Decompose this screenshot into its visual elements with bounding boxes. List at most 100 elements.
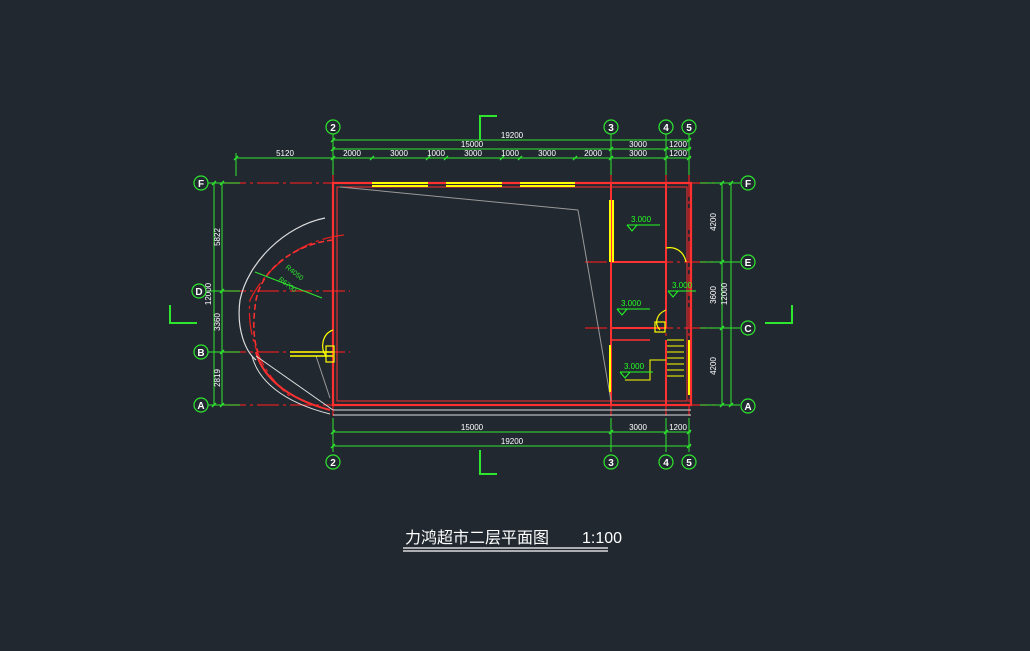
dim-top-detail-1: 5120 [276, 149, 294, 158]
inner-arc-wall [255, 351, 331, 411]
inner-arc-outline [251, 355, 331, 415]
axis-bubble-left-b: B [193, 344, 209, 360]
axis-label-right-c: C [744, 324, 751, 335]
ticks-right [719, 180, 734, 408]
dim-top-sub-2: 3000 [629, 140, 647, 149]
dim-top-detail-10: 1200 [669, 149, 687, 158]
dim-right-1: 4200 [709, 213, 718, 231]
dim-top-detail-4: 1000 [427, 149, 445, 158]
axis-label-top-5: 5 [686, 123, 692, 134]
level-text-1: 3.000 [631, 215, 652, 224]
level-mark-4: 3.000 [619, 362, 653, 379]
axis-label-top-2: 2 [330, 123, 336, 134]
axis-bubble-left-f: F [193, 175, 209, 191]
axis-label-left-b: B [197, 348, 204, 359]
dimension-texts: 19200 15000 3000 1200 5120 2000 3000 100… [204, 131, 729, 446]
axis-bubble-top-2: 2 [325, 119, 341, 135]
axis-bubble-bottom-4: 4 [658, 454, 674, 470]
axis-bubble-right-a: A [740, 398, 756, 414]
entrance-diagonal [255, 355, 334, 411]
axis-bubble-top-3: 3 [603, 119, 619, 135]
inner-wall-line [336, 186, 688, 402]
drawing-title-text: 力鸿超市二层平面图 [405, 529, 549, 547]
dim-top-detail-7: 3000 [538, 149, 556, 158]
dim-top-detail-9: 3000 [629, 149, 647, 158]
level-text-4: 3.000 [624, 362, 645, 371]
axis-bubbles: 2 3 4 5 2 3 4 5 [191, 119, 756, 470]
drawing-title-scale: 1:100 [582, 530, 622, 547]
axis-label-bottom-2: 2 [330, 458, 336, 469]
axis-label-left-f: F [198, 179, 204, 190]
ticks-top-sub [330, 137, 692, 152]
dim-left-1: 5822 [213, 228, 222, 246]
ticks-bottom [330, 429, 692, 449]
dim-top-detail-2: 2000 [343, 149, 361, 158]
dim-top-detail-5: 3000 [464, 149, 482, 158]
dim-top-sub-1: 15000 [461, 140, 484, 149]
axis-bubble-right-c: C [740, 320, 756, 336]
axis-label-right-e: E [745, 258, 752, 269]
dim-left-3: 2819 [213, 369, 222, 387]
axis-label-left-a: A [197, 401, 204, 412]
level-mark-3: 3.000 [667, 281, 696, 298]
axis-label-left-d: D [195, 287, 202, 298]
level-mark-1: 3.000 [626, 215, 660, 232]
axis-label-right-f: F [745, 179, 751, 190]
entrance-arc-inner [253, 239, 334, 353]
level-symbol-3 [667, 290, 696, 298]
dim-top-total: 19200 [501, 131, 524, 140]
ticks-left [211, 180, 225, 408]
dim-top-sub-3: 1200 [669, 140, 687, 149]
level-symbol-1 [626, 224, 660, 232]
section-markers [169, 115, 793, 475]
dimension-lines [208, 134, 740, 452]
axis-bubble-right-e: E [740, 254, 756, 270]
axis-label-bottom-5: 5 [686, 458, 692, 469]
windows [290, 182, 690, 395]
dim-bottom-total: 19200 [501, 437, 524, 446]
dim-right-2: 3600 [709, 286, 718, 304]
door-swing-entry [322, 329, 334, 357]
level-text-2: 3.000 [621, 299, 642, 308]
stair [667, 339, 684, 377]
radius-label-2: R6700 [277, 276, 298, 294]
level-symbol-2 [616, 308, 650, 316]
axis-arc [248, 234, 345, 399]
axis-bubble-right-f: F [740, 175, 756, 191]
door-swing-hall [656, 309, 667, 331]
dim-bottom-sub-2: 3000 [629, 423, 647, 432]
outer-arc-outline [238, 217, 326, 361]
axis-bubble-bottom-3: 3 [603, 454, 619, 470]
level-text-3: 3.000 [672, 281, 693, 290]
section-mark-right [765, 305, 793, 324]
dim-top-detail-8: 2000 [584, 149, 602, 158]
outer-wall [331, 181, 693, 407]
dim-bottom-sub-3: 1200 [669, 423, 687, 432]
roof-slope-line [339, 186, 579, 211]
dim-top-detail-3: 3000 [390, 149, 408, 158]
dim-top-detail-6: 1000 [501, 149, 519, 158]
axis-bubble-bottom-2: 2 [325, 454, 341, 470]
curved-entrance [238, 217, 334, 415]
section-mark-top [479, 115, 497, 140]
section-mark-bottom [479, 450, 497, 475]
dim-left-2: 3360 [213, 313, 222, 331]
section-mark-left [169, 305, 197, 324]
roof-slope-line-2 [577, 209, 612, 402]
level-symbol-4 [619, 371, 653, 379]
axis-label-right-a: A [744, 402, 751, 413]
axis-bubble-top-5: 5 [681, 119, 697, 135]
stair-guide [625, 359, 666, 381]
radius-line [254, 271, 323, 299]
ticks-top-detail [233, 155, 692, 161]
dim-right-3: 4200 [709, 357, 718, 375]
dim-left-total: 12000 [204, 282, 213, 305]
door-swing-wc [665, 247, 687, 263]
axis-bubble-left-d: D [191, 283, 207, 299]
radius-annotations: R4050 R6700 [254, 264, 323, 299]
level-mark-2: 3.000 [616, 299, 650, 316]
drawing-title: 力鸿超市二层平面图 1:100 [403, 529, 622, 552]
dim-bottom-sub-1: 15000 [461, 423, 484, 432]
axis-label-top-4: 4 [663, 123, 669, 134]
